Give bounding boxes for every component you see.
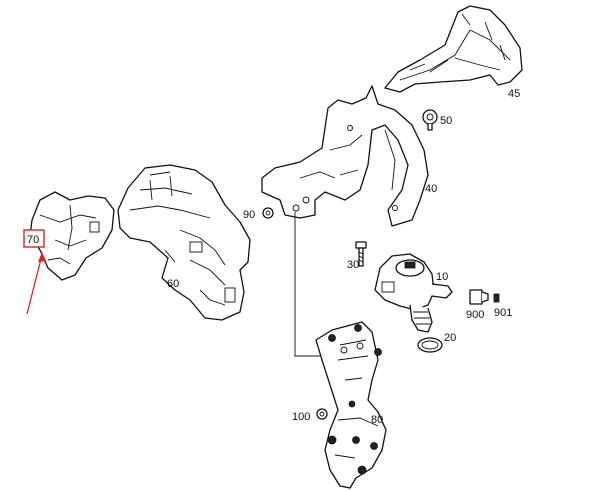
- label-80: 80: [371, 414, 383, 426]
- part-901-pin[interactable]: [493, 293, 500, 303]
- part-70-cover[interactable]: [29, 191, 115, 281]
- part-30-bolt[interactable]: [355, 241, 367, 267]
- label-100: 100: [292, 411, 310, 423]
- label-40: 40: [425, 183, 437, 195]
- part-90-bolt[interactable]: [262, 207, 274, 219]
- part-50-bolt[interactable]: [422, 109, 438, 131]
- label-20: 20: [444, 332, 456, 344]
- label-45: 45: [508, 88, 520, 100]
- part-60-housing[interactable]: [117, 164, 251, 321]
- label-70: 70: [27, 234, 39, 246]
- part-900-plug[interactable]: [469, 289, 489, 305]
- part-100-bolt[interactable]: [316, 408, 328, 420]
- label-30: 30: [347, 259, 359, 271]
- part-80-bracket[interactable]: [315, 321, 387, 489]
- part-20-oring[interactable]: [417, 337, 443, 353]
- part-10-pump[interactable]: [374, 253, 453, 333]
- label-10: 10: [436, 271, 448, 283]
- label-901: 901: [494, 307, 512, 319]
- part-45-heat-shield[interactable]: [384, 5, 523, 93]
- label-50: 50: [440, 115, 452, 127]
- highlight-box-70: [23, 229, 45, 248]
- label-60: 60: [167, 278, 179, 290]
- part-40-bracket[interactable]: [261, 85, 429, 227]
- label-90: 90: [243, 209, 255, 221]
- label-900: 900: [466, 309, 484, 321]
- highlight-arrow: [26, 252, 46, 315]
- leader-line: [294, 212, 320, 357]
